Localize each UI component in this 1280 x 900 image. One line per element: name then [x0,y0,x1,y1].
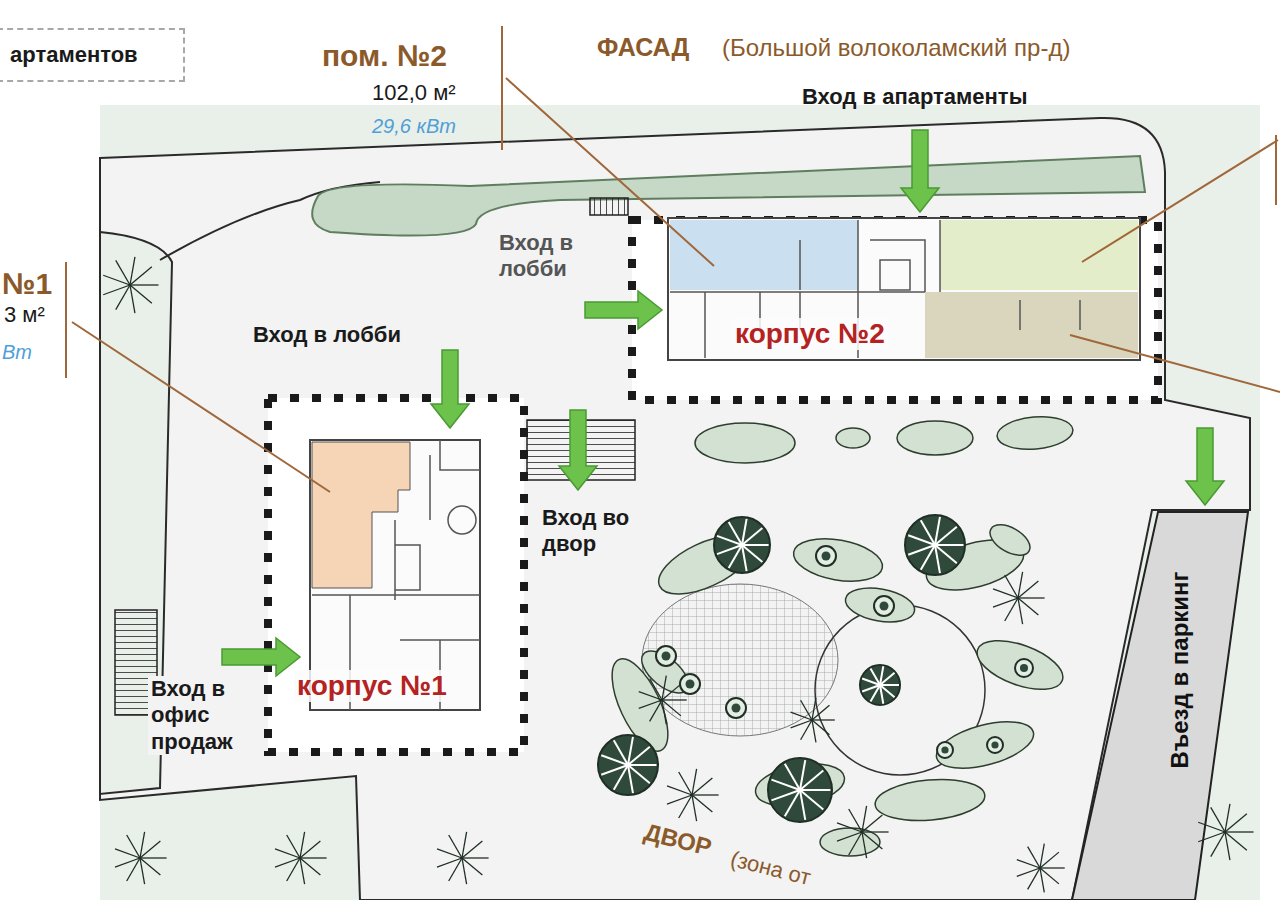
node-title: Въезд в паркинг [1166,568,1194,771]
tree [860,665,900,705]
tree [664,767,720,823]
tree [272,830,328,886]
entry-arrow [1186,428,1224,505]
room [670,220,858,290]
flower-bed [897,421,973,455]
node-title: корпус №2 [732,318,888,350]
stairs [590,198,628,215]
tree [434,830,490,886]
room [940,220,1138,290]
tree [990,570,1046,626]
room-number: №1 [2,266,52,302]
tree [816,546,836,566]
flower-bed [873,775,986,824]
tree [1195,802,1255,862]
room-area: 102,0 м² [372,80,456,106]
entry-arrow [559,410,597,490]
tree [714,517,770,573]
colonnade [268,398,524,752]
flower-bed [971,631,1069,699]
flower-bed [836,428,870,448]
building-base [268,398,524,752]
room-number: пом. №2 [322,38,447,74]
node-title: артаментов [7,42,141,68]
tree [788,696,836,744]
entry-label: Вход в апартаменты [802,84,1027,110]
building: корпус №2 [632,220,1158,400]
parking-ramp-label: Въезд в паркинг [1130,520,1230,820]
spiral-stair [448,506,476,534]
tree [656,646,676,666]
tree [834,804,890,860]
parking-ramp [1072,512,1248,900]
power-rating: 29,6 кВт [372,114,456,138]
tree [905,515,965,575]
building: корпус №1 [268,398,524,752]
tree [112,830,168,886]
play-area [642,584,838,736]
facade-title: ФАСАД [597,32,689,62]
tree [987,737,1003,753]
flower-bed [843,583,917,627]
flower-bed [985,519,1035,562]
leader-line [1082,135,1278,262]
entry-label: Вход во двор [542,505,650,558]
tree [598,735,658,795]
tree [1015,659,1033,677]
tree [768,758,832,822]
entry-arrow [431,350,469,428]
floor-plan [668,218,1140,360]
flower-bed [790,532,886,587]
callout-box: артаментов [0,28,185,82]
lawn [100,105,1260,900]
street-name: (Большой волоколамский пр-д) [722,34,1070,63]
walls [670,220,1080,358]
room-area: 3 м² [4,302,45,328]
tree [100,255,160,315]
entry-arrow [222,638,300,676]
leader-line [1070,335,1280,392]
entry-label: Вход в лобби [253,322,401,348]
flower-bed [695,423,795,463]
flower-bed [996,414,1074,453]
entry-label: Вход в лобби [496,230,594,283]
paving [100,118,1250,900]
tree [1014,842,1066,894]
room [925,292,1138,358]
tree [874,596,894,616]
entry-arrow [585,291,662,329]
tree [726,698,746,718]
tree [937,742,953,758]
entry-label: Вход в офис продаж [148,676,258,755]
tree [680,674,700,694]
power-rating: Вт [2,340,32,364]
leader-line [66,262,330,492]
entry-arrow [901,130,939,212]
node-title: корпус №1 [294,670,450,702]
flower-bed [932,713,1039,778]
